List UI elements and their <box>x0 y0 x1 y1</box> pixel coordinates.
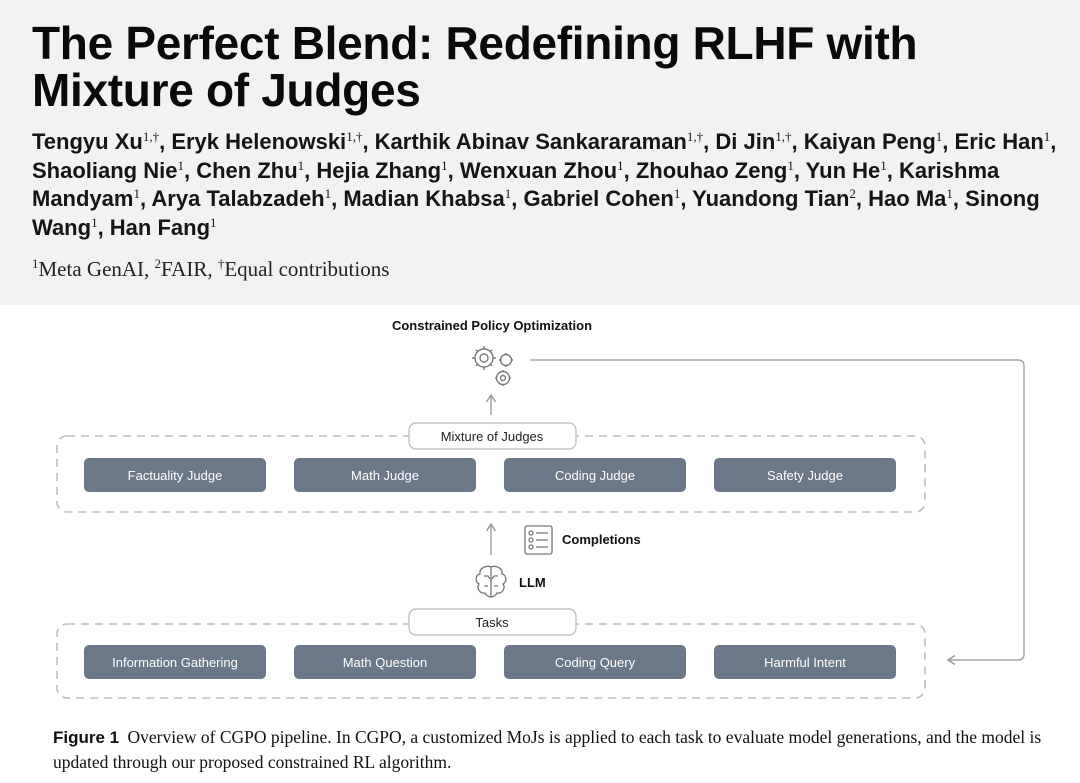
affiliations: 1Meta GenAI, 2FAIR, †Equal contributions <box>32 256 1032 282</box>
author-affiliation-mark: 1 <box>210 214 217 230</box>
judges-label: Mixture of Judges <box>441 429 544 444</box>
affiliation-mark: † <box>217 256 225 271</box>
task-pill <box>294 645 476 679</box>
author-name: Hejia Zhang <box>316 157 442 183</box>
task-pill-label: Coding Query <box>555 655 636 670</box>
author-affiliation-mark: 1 <box>1043 129 1051 144</box>
author-affiliation-mark: 1,† <box>346 129 363 144</box>
author-name: Hao Ma <box>868 186 947 211</box>
author-name: Sinong Wang <box>32 186 1040 240</box>
tasks-label: Tasks <box>475 615 509 630</box>
author-name: Gabriel Cohen <box>523 186 674 211</box>
paper-header: The Perfect Blend: Redefining RLHF with … <box>0 0 1080 305</box>
completions-label: Completions <box>562 532 641 547</box>
affiliation-text: FAIR, <box>161 257 218 281</box>
caption-text: Overview of CGPO pipeline. In CGPO, a cu… <box>53 727 1042 772</box>
author-name: Wenxuan Zhou <box>459 157 618 183</box>
judge-pill <box>84 458 266 492</box>
author-affiliation-mark: 1 <box>673 186 681 201</box>
author-name: Han Fang <box>109 214 211 240</box>
task-pill-label: Information Gathering <box>112 655 238 670</box>
author-affiliation-mark: 2 <box>849 186 856 201</box>
feedback-loop-arrow <box>530 359 1025 666</box>
author-affiliation-mark: 1 <box>935 129 943 144</box>
author-name: Madian Khabsa <box>343 186 505 211</box>
judge-pill-label: Safety Judge <box>767 468 843 483</box>
author-name: Zhouhao Zeng <box>635 157 788 183</box>
author-affiliation-mark: 1 <box>880 157 887 173</box>
llm-label: LLM <box>519 575 546 590</box>
title-line-1: The Perfect Blend: Redefining RLHF with <box>32 17 918 69</box>
author-affiliation-mark: 1 <box>91 214 98 230</box>
author-affiliation-mark: 1 <box>504 186 512 201</box>
judge-pill-label: Coding Judge <box>555 468 635 483</box>
title-line-2: Mixture of Judges <box>32 64 421 116</box>
brain-icon <box>475 565 507 598</box>
judges-label-box <box>408 422 577 450</box>
task-pill <box>504 645 686 679</box>
figure-label: Figure 1 <box>53 728 120 747</box>
author-affiliation-mark: 1 <box>324 186 332 201</box>
author-name: Di Jin <box>715 129 776 154</box>
author-affiliation-mark: 1 <box>441 157 448 173</box>
judge-pills: Factuality Judge Math Judge Coding Judge Sa… <box>84 458 896 492</box>
cpo-label: Constrained Policy Optimization <box>392 318 592 333</box>
judge-pill <box>714 458 896 492</box>
task-pill-label: Math Question <box>343 655 428 670</box>
figure-caption: Figure 1 Overview of CGPO pipeline. In C… <box>53 725 1053 774</box>
author-name: Chen Zhu <box>196 157 298 183</box>
author-affiliation-mark: 1 <box>617 157 624 173</box>
affiliation-mark: 1 <box>32 256 39 271</box>
author-affiliation-mark: 1,† <box>775 129 792 144</box>
author-affiliation-mark: 1,† <box>686 129 704 144</box>
author-affiliation-mark: 1 <box>133 186 140 201</box>
author-affiliation-mark: 1,† <box>142 129 160 144</box>
cgpo-pipeline-diagram: Constrained Policy Optimization Mixture … <box>56 318 1025 699</box>
completions-list-icon <box>524 525 553 555</box>
author-name: Shaoliang Nie <box>32 157 178 183</box>
author-affiliation-mark: 1 <box>787 157 794 173</box>
judge-pill-label: Math Judge <box>351 468 419 483</box>
task-pill <box>84 645 266 679</box>
author-name: Karishma Mandyam <box>32 157 1000 212</box>
affiliation-mark: 2 <box>154 256 162 271</box>
author-affiliation-mark: 1 <box>297 157 305 173</box>
author-name: Yun He <box>805 157 881 183</box>
task-pills: Information Gathering Math Question Coding… <box>84 645 896 679</box>
author-name: Tengyu Xu <box>32 129 143 154</box>
author-name: Eryk Helenowski <box>171 129 347 154</box>
author-name: Eric Han <box>954 129 1044 154</box>
author-list: Tengyu Xu1,†, Eryk Helenowski1,†, Karthi… <box>32 129 1057 240</box>
affiliation-text: Equal contributions <box>224 257 390 281</box>
paper-title: The Perfect Blend: Redefining RLHF with … <box>32 20 1052 114</box>
author-affiliation-mark: 1 <box>177 157 184 173</box>
task-pill-label: Harmful Intent <box>764 655 846 670</box>
author-name: Arya Talabzadeh <box>151 186 325 211</box>
tasks-label-box <box>408 608 577 636</box>
author-name: Karthik Abinav Sankararaman <box>374 129 687 154</box>
author-name: Yuandong Tian <box>692 186 850 211</box>
judge-pill <box>504 458 686 492</box>
gears-icon <box>472 346 513 386</box>
judge-pill-label: Factuality Judge <box>128 468 223 483</box>
judge-pill <box>294 458 476 492</box>
affiliation-text: Meta GenAI, <box>38 257 155 281</box>
author-name: Kaiyan Peng <box>803 129 936 154</box>
task-pill <box>714 645 896 679</box>
author-affiliation-mark: 1 <box>946 186 953 201</box>
